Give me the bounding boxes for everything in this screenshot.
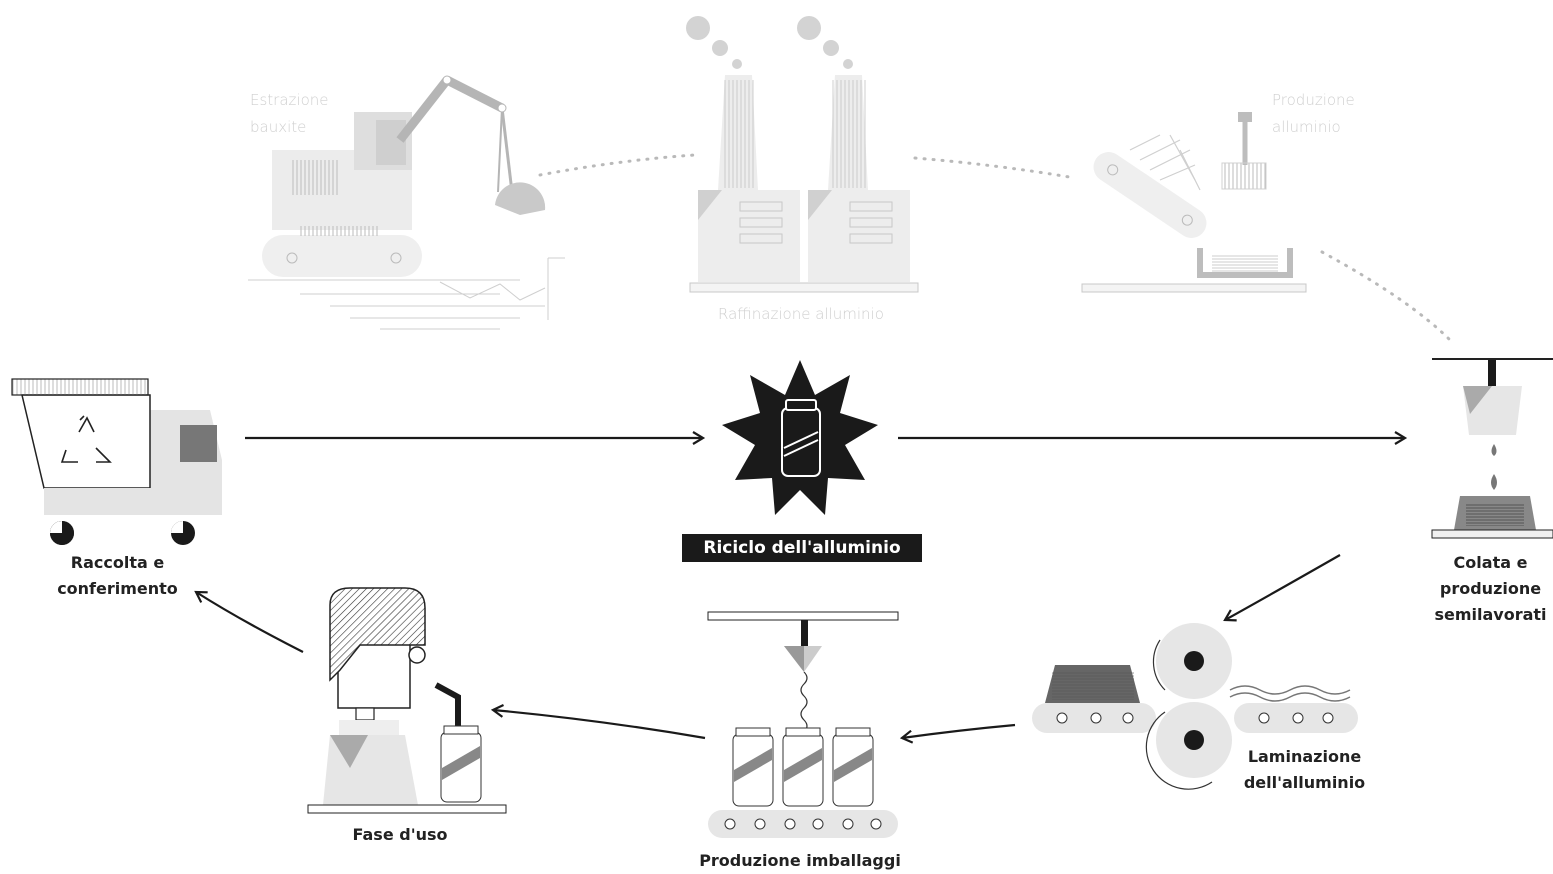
truck-icon: [11, 378, 222, 545]
faded-dotted-connector: [538, 153, 1452, 342]
rolling-mill-icon: [1032, 623, 1358, 790]
label-colata: Colata e produzione semilavorati: [1434, 553, 1547, 624]
label-raffinazione-alluminio: Raffinazione alluminio: [718, 305, 884, 323]
arrow-colata-to-laminazione: [1223, 554, 1341, 622]
packaging-line-icon: [707, 611, 899, 838]
arrow-uso-to-raccolta: [194, 590, 304, 653]
excavator-icon: [248, 75, 565, 330]
recycle-icon: [60, 415, 112, 463]
casting-icon: [1431, 358, 1553, 539]
label-produzione-alluminio: Produzione alluminio: [1272, 91, 1355, 136]
label-riciclo: Riciclo dell'alluminio: [682, 534, 922, 562]
factory-icon: [686, 16, 919, 293]
starburst-icon: [722, 360, 878, 515]
label-produzione-imballaggi: Produzione imballaggi: [699, 851, 901, 870]
person-drinking-icon: [307, 587, 507, 814]
label-raccolta: Raccolta e conferimento: [57, 553, 178, 598]
label-estrazione-bauxite: Estrazione bauxite: [250, 91, 329, 136]
label-laminazione: Laminazione dell'alluminio: [1243, 747, 1366, 792]
arrow-laminazione-to-imballaggi: [899, 723, 1016, 744]
conveyor-icon: [1081, 112, 1307, 293]
label-fase-uso: Fase d'uso: [352, 825, 448, 844]
arrow-imballaggi-to-uso: [490, 703, 706, 740]
